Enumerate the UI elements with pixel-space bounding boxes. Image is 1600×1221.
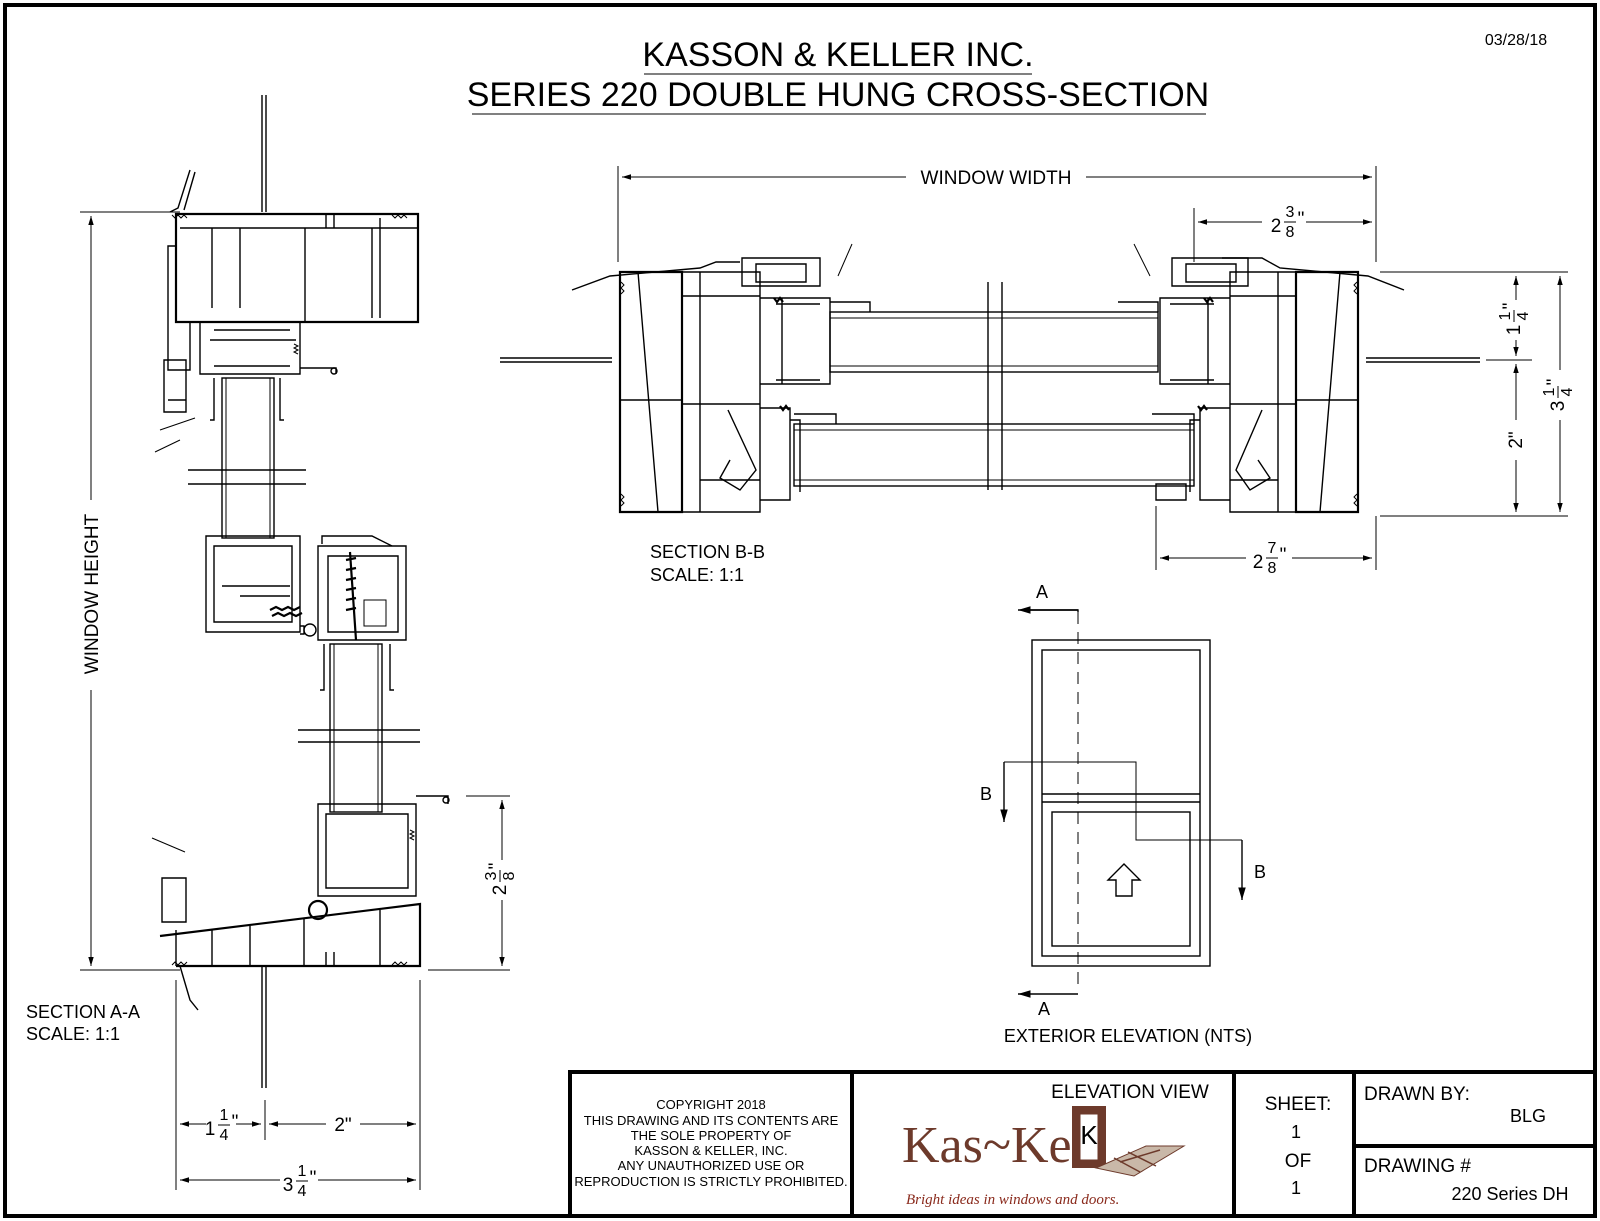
svg-text:": " bbox=[486, 863, 507, 870]
dim-window-width-label: WINDOW WIDTH bbox=[921, 168, 1072, 189]
sheet-border bbox=[3, 3, 1597, 1218]
svg-text:1: 1 bbox=[298, 1163, 307, 1180]
svg-text:1: 1 bbox=[220, 1107, 229, 1124]
left-jamb bbox=[500, 243, 853, 514]
dim-aa-total: 3 1 4 " bbox=[283, 1163, 317, 1200]
exterior-elevation: A A B B EXTERIOR ELEVATION (NTS) bbox=[980, 582, 1266, 1046]
svg-text:": " bbox=[1544, 379, 1565, 386]
view-label: ELEVATION VIEW bbox=[1051, 1082, 1209, 1103]
svg-text:1: 1 bbox=[1541, 387, 1558, 396]
svg-text:2: 2 bbox=[490, 885, 511, 896]
right-jamb bbox=[1133, 243, 1480, 514]
elevation-marker-a-top: A bbox=[1036, 582, 1048, 602]
section-aa-drawing: WINDOW HEIGHT bbox=[26, 95, 518, 1200]
svg-text:": " bbox=[1280, 545, 1287, 566]
section-bb-scale: SCALE: 1:1 bbox=[650, 565, 744, 585]
lower-glass bbox=[298, 643, 420, 813]
svg-text:OF: OF bbox=[1285, 1151, 1311, 1172]
drawing-number: DRAWING # 220 Series DH bbox=[1364, 1156, 1569, 1204]
svg-text:Bright ideas in windows and do: Bright ideas in windows and doors. bbox=[906, 1192, 1119, 1208]
svg-text:3: 3 bbox=[1286, 204, 1295, 221]
dim-bb-bottom: 2 7 8 " bbox=[1155, 506, 1377, 577]
upper-glass bbox=[188, 377, 306, 539]
svg-text:7: 7 bbox=[1268, 540, 1277, 557]
elevation-marker-b-left: B bbox=[980, 784, 992, 804]
elevation-marker-b-right: B bbox=[1254, 862, 1266, 882]
svg-text:SHEET:: SHEET: bbox=[1265, 1094, 1332, 1115]
dim-sill-height: 2 3 8 " bbox=[428, 795, 518, 971]
svg-text:1: 1 bbox=[1497, 311, 1514, 320]
svg-text:": " bbox=[1298, 209, 1305, 230]
svg-text:3: 3 bbox=[283, 1175, 294, 1196]
dim-window-height: WINDOW HEIGHT bbox=[80, 211, 180, 971]
svg-text:THIS DRAWING AND ITS CONTENTS: THIS DRAWING AND ITS CONTENTS ARE bbox=[584, 1113, 839, 1128]
svg-text:": " bbox=[1500, 303, 1521, 310]
svg-text:2: 2 bbox=[1271, 216, 1282, 237]
svg-text:8: 8 bbox=[1268, 560, 1277, 577]
svg-text:REPRODUCTION IS STRICTLY PROHI: REPRODUCTION IS STRICTLY PROHIBITED. bbox=[574, 1174, 847, 1189]
svg-text:4: 4 bbox=[220, 1127, 229, 1144]
svg-text:": " bbox=[232, 1112, 239, 1133]
svg-text:2: 2 bbox=[1253, 552, 1264, 573]
svg-text:BLG: BLG bbox=[1510, 1106, 1546, 1126]
head-frame bbox=[154, 212, 420, 453]
company-logo: Kas~Kel K Bright ideas in windows and do… bbox=[902, 1106, 1186, 1208]
elevation-label: EXTERIOR ELEVATION (NTS) bbox=[1004, 1026, 1252, 1046]
svg-text:3: 3 bbox=[483, 871, 500, 880]
sheet-info: SHEET: 1 OF 1 bbox=[1265, 1094, 1332, 1198]
svg-text:4: 4 bbox=[1515, 311, 1532, 320]
dim-window-width: WINDOW WIDTH bbox=[617, 166, 1377, 262]
svg-text:DRAWN BY:: DRAWN BY: bbox=[1364, 1084, 1470, 1105]
dim-bb-r2: 2" bbox=[1506, 431, 1527, 448]
dim-aa-left: 1 1 4 " bbox=[205, 1107, 239, 1144]
svg-text:1: 1 bbox=[1504, 325, 1525, 336]
svg-text:K: K bbox=[1080, 1120, 1098, 1150]
svg-text:1: 1 bbox=[1291, 1178, 1301, 1198]
svg-text:220 Series DH: 220 Series DH bbox=[1451, 1184, 1568, 1204]
svg-text:DRAWING #: DRAWING # bbox=[1364, 1156, 1471, 1177]
svg-text:4: 4 bbox=[1559, 387, 1576, 396]
svg-text:1: 1 bbox=[205, 1119, 216, 1140]
svg-text:1: 1 bbox=[1291, 1122, 1301, 1142]
svg-text:ANY UNAUTHORIZED USE OR: ANY UNAUTHORIZED USE OR bbox=[618, 1158, 805, 1173]
section-bb-drawing: WINDOW WIDTH 2 3 8 " bbox=[500, 166, 1576, 585]
upper-sash-top bbox=[199, 321, 338, 375]
title-company: KASSON & KELLER INC. bbox=[642, 36, 1033, 74]
dim-bb-right: 1 1 4 " 2" 3 1 4 " bbox=[1380, 271, 1576, 517]
drawn-by: DRAWN BY: BLG bbox=[1364, 1084, 1546, 1126]
meeting-rail bbox=[205, 535, 407, 641]
elevation-marker-a-bottom: A bbox=[1038, 999, 1050, 1019]
dim-aa-mid: 2" bbox=[334, 1115, 351, 1136]
drawing-date: 03/28/18 bbox=[1485, 32, 1547, 49]
title-series: SERIES 220 DOUBLE HUNG CROSS-SECTION bbox=[467, 76, 1210, 114]
section-bb-label: SECTION B-B bbox=[650, 542, 765, 562]
svg-text:Kas~Kel: Kas~Kel bbox=[902, 1117, 1086, 1174]
drawing-title: KASSON & KELLER INC. SERIES 220 DOUBLE H… bbox=[467, 36, 1210, 115]
bb-glass bbox=[793, 282, 1195, 490]
svg-text:8: 8 bbox=[501, 871, 518, 880]
copyright-notice: COPYRIGHT 2018 THIS DRAWING AND ITS CONT… bbox=[574, 1097, 847, 1189]
title-block: COPYRIGHT 2018 THIS DRAWING AND ITS CONT… bbox=[568, 1070, 1594, 1218]
sill-frame bbox=[151, 795, 450, 1088]
section-aa-label: SECTION A-A bbox=[26, 1002, 140, 1022]
dim-depth-aa: 1 1 4 " 2" 3 1 4 " bbox=[175, 980, 421, 1200]
section-aa-scale: SCALE: 1:1 bbox=[26, 1024, 120, 1044]
svg-text:3: 3 bbox=[1548, 401, 1569, 412]
svg-text:": " bbox=[310, 1168, 317, 1189]
svg-text:4: 4 bbox=[298, 1183, 307, 1200]
dim-window-height-label: WINDOW HEIGHT bbox=[82, 513, 103, 674]
svg-text:KASSON & KELLER, INC.: KASSON & KELLER, INC. bbox=[634, 1143, 787, 1158]
dim-bb-top: 2 3 8 " bbox=[1193, 204, 1372, 262]
svg-text:THE SOLE PROPERTY OF: THE SOLE PROPERTY OF bbox=[631, 1128, 792, 1143]
svg-text:COPYRIGHT 2018: COPYRIGHT 2018 bbox=[656, 1097, 766, 1112]
svg-text:8: 8 bbox=[1286, 224, 1295, 241]
